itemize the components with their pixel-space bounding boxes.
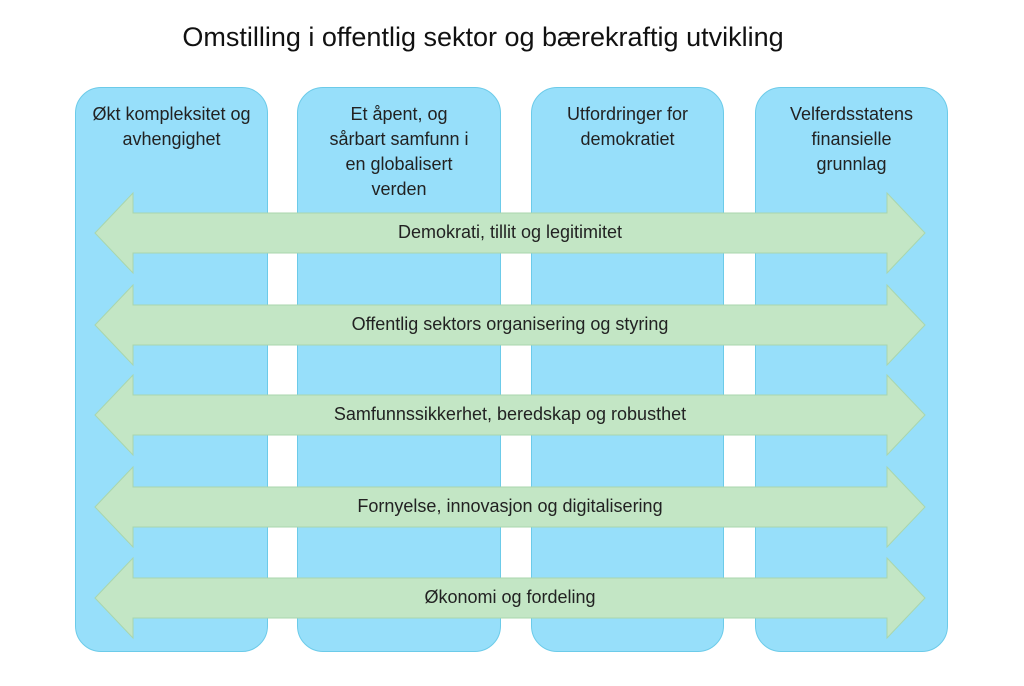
arrow-label-economy: Økonomi og fordeling xyxy=(424,587,596,607)
arrow-label-innovation: Fornyelse, innovasjon og digitalisering xyxy=(357,496,663,516)
double-arrow-3 xyxy=(94,465,926,549)
column-open-society: Et åpent, og sårbart samfunn i en global… xyxy=(297,87,501,652)
double-arrow-0 xyxy=(94,191,926,275)
column-label: Et åpent, og sårbart samfunn i en global… xyxy=(329,104,469,199)
column-welfare-finance: Velferdsstatens finansielle grunnlag xyxy=(755,87,948,652)
arrow-label-organisation: Offentlig sektors organisering og styrin… xyxy=(351,314,669,334)
column-label: Økt kompleksitet og avhengighet xyxy=(92,104,251,149)
column-label: Utfordringer for demokratiet xyxy=(566,104,689,149)
arrow-label-security: Samfunnssikkerhet, beredskap og robusthe… xyxy=(333,404,687,424)
diagram-title: Omstilling i offentlig sektor og bærekra… xyxy=(182,22,784,52)
column-democracy: Utfordringer for demokratiet xyxy=(531,87,724,652)
double-arrow-2 xyxy=(94,373,926,457)
double-arrow-4 xyxy=(94,556,926,640)
column-label: Velferdsstatens finansielle grunnlag xyxy=(789,104,914,174)
arrow-label-democracy: Demokrati, tillit og legitimitet xyxy=(397,222,623,242)
column-complexity: Økt kompleksitet og avhengighet xyxy=(75,87,268,652)
double-arrow-1 xyxy=(94,283,926,367)
